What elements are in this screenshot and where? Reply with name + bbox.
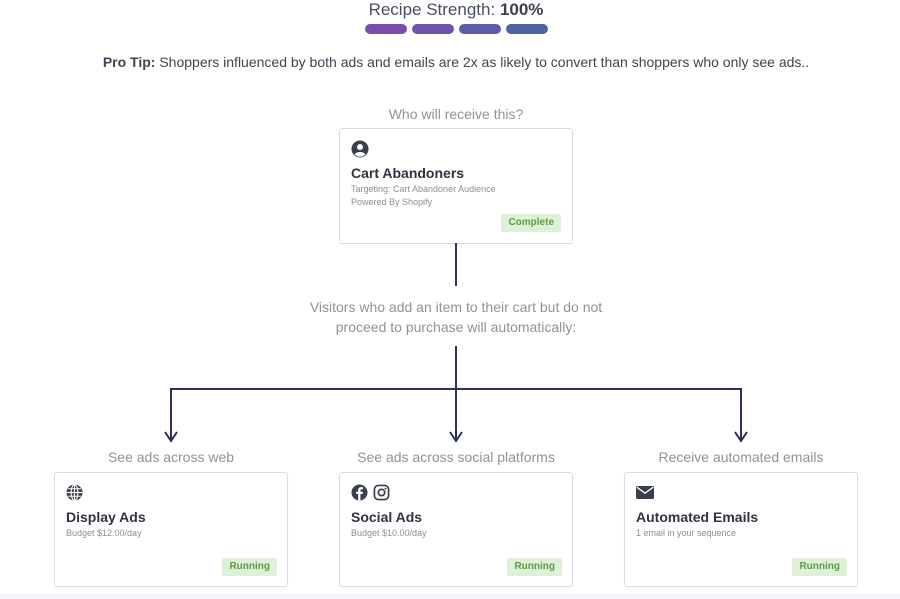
strength-segment bbox=[459, 24, 501, 34]
channel-heading-email: Receive automated emails bbox=[658, 449, 824, 465]
pro-tip: Pro Tip: Shoppers influenced by both ads… bbox=[0, 54, 900, 71]
flow-description: Visitors who add an item to their cart b… bbox=[290, 297, 622, 337]
page-footer-strip bbox=[0, 594, 900, 599]
channel-heading-social: See ads across social platforms bbox=[357, 449, 555, 465]
arrow-down-icon bbox=[164, 431, 178, 443]
social-ads-budget: Budget $10.00/day bbox=[351, 528, 427, 538]
display-ads-budget: Budget $12.00/day bbox=[66, 528, 142, 538]
audience-powered-by: Powered By Shopify bbox=[351, 197, 433, 207]
connector-line bbox=[740, 388, 742, 440]
facebook-icon bbox=[351, 484, 368, 506]
connector-line bbox=[170, 388, 172, 440]
social-ads-card[interactable]: Social Ads Budget $10.00/day Running bbox=[339, 472, 573, 587]
audience-title: Cart Abandoners bbox=[351, 165, 465, 181]
connector-branch bbox=[170, 388, 742, 390]
strength-segment bbox=[412, 24, 454, 34]
envelope-icon bbox=[636, 486, 654, 504]
recipe-strength-label: Recipe Strength: bbox=[368, 0, 496, 19]
status-badge: Complete bbox=[501, 214, 561, 232]
status-badge: Running bbox=[222, 558, 277, 576]
globe-icon bbox=[66, 484, 83, 506]
status-badge: Running bbox=[507, 558, 562, 576]
recipe-strength-value: 100% bbox=[499, 0, 544, 19]
strength-segment bbox=[365, 24, 407, 34]
display-ads-title: Display Ads bbox=[66, 509, 146, 525]
audience-card[interactable]: Cart Abandoners Targeting: Cart Abandone… bbox=[339, 128, 573, 244]
connector-line bbox=[455, 243, 457, 286]
user-circle-icon bbox=[351, 140, 369, 163]
automated-emails-card[interactable]: Automated Emails 1 email in your sequenc… bbox=[624, 472, 858, 587]
flow-description-line-1: Visitors who add an item to their cart b… bbox=[309, 299, 603, 315]
arrow-down-icon bbox=[449, 431, 463, 443]
automated-emails-title: Automated Emails bbox=[636, 509, 759, 525]
recipe-strength-heading: Recipe Strength: 100% bbox=[0, 0, 900, 19]
display-ads-card[interactable]: Display Ads Budget $12.00/day Running bbox=[54, 472, 288, 587]
instagram-icon bbox=[373, 484, 390, 506]
automated-emails-count: 1 email in your sequence bbox=[636, 528, 737, 538]
audience-question: Who will receive this? bbox=[388, 106, 524, 122]
channel-heading-web: See ads across web bbox=[107, 449, 235, 465]
connector-line bbox=[455, 346, 457, 440]
flow-description-line-2: proceed to purchase will automatically: bbox=[335, 319, 577, 335]
pro-tip-text: Shoppers influenced by both ads and emai… bbox=[159, 54, 810, 70]
audience-targeting: Targeting: Cart Abandoner Audience bbox=[351, 184, 496, 194]
strength-segment bbox=[506, 24, 548, 34]
arrow-down-icon bbox=[734, 431, 748, 443]
status-badge: Running bbox=[792, 558, 847, 576]
social-ads-title: Social Ads bbox=[351, 509, 423, 525]
pro-tip-label: Pro Tip: bbox=[102, 54, 156, 70]
